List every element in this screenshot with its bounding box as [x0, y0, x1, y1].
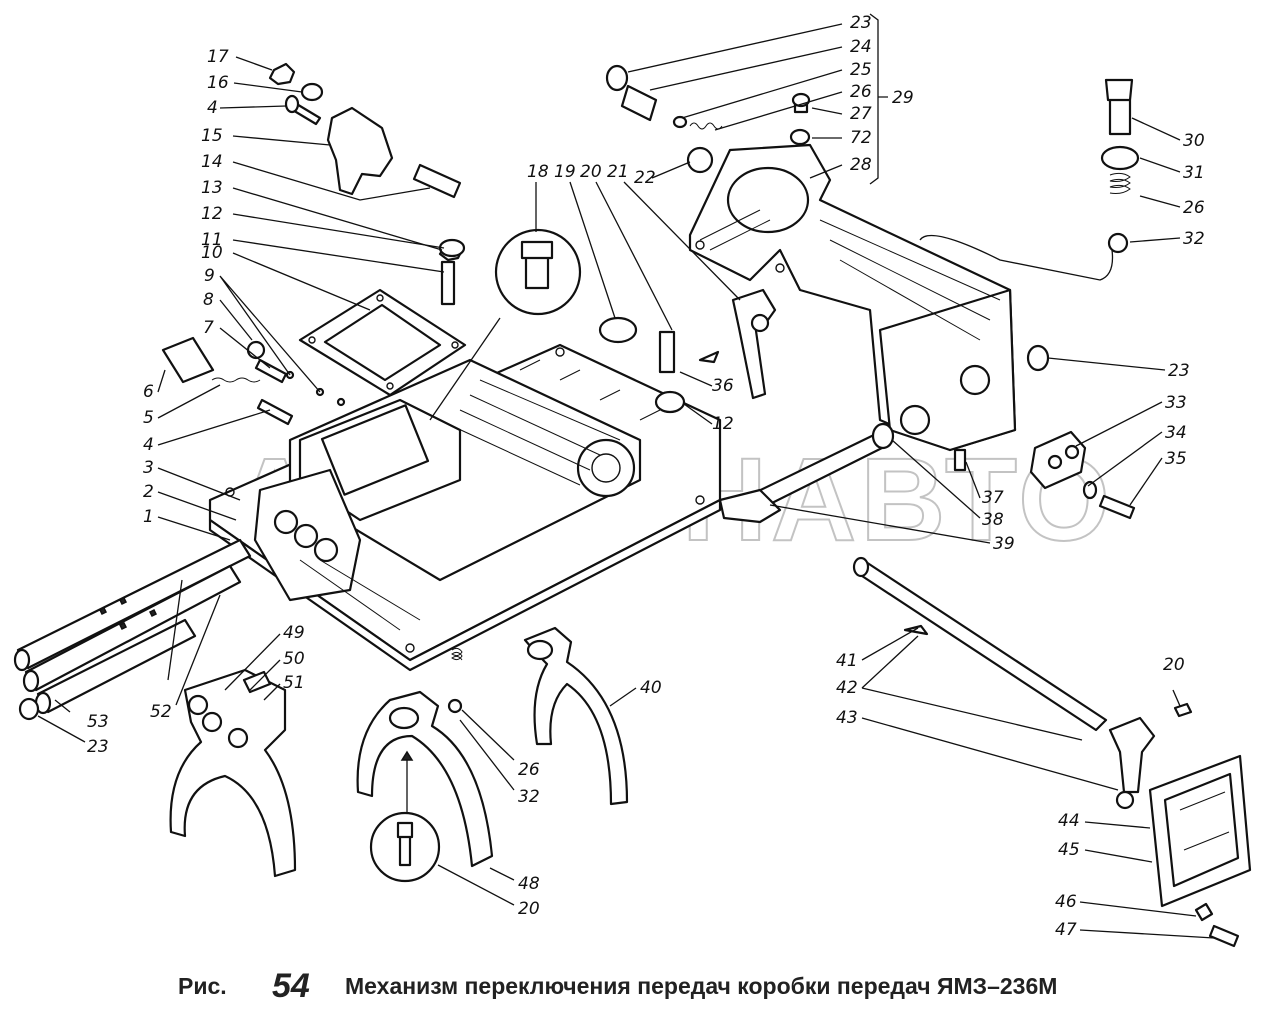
- callout-50: 50: [283, 649, 305, 669]
- callout-22: 22: [634, 168, 656, 188]
- callout-17: 17: [207, 47, 229, 67]
- shift-lever-housing: [688, 143, 1017, 452]
- callout-41: 41: [836, 651, 858, 671]
- inner-shift-lever: [731, 288, 777, 400]
- callout-27: 27: [850, 104, 872, 124]
- callout-52: 52: [150, 702, 172, 722]
- upper-small-parts: [605, 64, 811, 174]
- callout-42: 42: [836, 678, 858, 698]
- callout-23b: 23: [1168, 361, 1190, 381]
- callout-4b: 4: [143, 435, 154, 455]
- caption-prefix: Рис.: [178, 973, 227, 999]
- callout-37: 37: [982, 488, 1004, 508]
- callout-20c: 20: [1163, 655, 1185, 675]
- callout-31: 31: [1183, 163, 1205, 183]
- callout-2: 2: [143, 482, 154, 502]
- callout-47: 47: [1055, 920, 1077, 940]
- callout-30: 30: [1183, 131, 1205, 151]
- callout-9: 9: [204, 266, 215, 286]
- callout-18: 18: [527, 162, 549, 182]
- caption-number: 54: [272, 967, 310, 1005]
- callout-13: 13: [201, 178, 223, 198]
- callout-33: 33: [1165, 393, 1187, 413]
- callout-38: 38: [982, 510, 1004, 530]
- fork-bolt-detail-circle: [369, 750, 441, 883]
- leader-lines: [37, 13, 1215, 939]
- figure-caption: Рис. 54 Механизм переключения передач ко…: [178, 967, 1057, 1005]
- callout-29: 29: [892, 88, 914, 108]
- caption-text: Механизм переключения передач коробки пе…: [345, 973, 1057, 999]
- callout-5: 5: [143, 408, 154, 428]
- callout-23c: 23: [87, 737, 109, 757]
- shift-fork-middle: [356, 647, 494, 868]
- callout-72: 72: [850, 128, 872, 148]
- callout-12: 12: [201, 204, 223, 224]
- callout-26: 26: [850, 82, 872, 102]
- callout-51: 51: [283, 673, 305, 693]
- callout-11: 11: [201, 230, 223, 250]
- callout-46: 46: [1055, 892, 1077, 912]
- callout-14: 14: [201, 152, 223, 172]
- plugs-and-bolts-center: [598, 316, 720, 414]
- cover-gasket: [298, 288, 467, 397]
- shift-fork-right: [523, 626, 629, 806]
- callout-45: 45: [1058, 840, 1080, 860]
- side-cover-plate: [1148, 702, 1252, 948]
- callout-26c: 26: [518, 760, 540, 780]
- callout-32b: 32: [518, 787, 540, 807]
- callout-8: 8: [203, 290, 214, 310]
- callout-25: 25: [850, 60, 872, 80]
- lever-clamp-parts: [1029, 430, 1136, 520]
- shift-fork-left: [169, 668, 297, 878]
- callout-43: 43: [836, 708, 858, 728]
- callout-35: 35: [1165, 449, 1187, 469]
- callout-26b: 26: [1183, 198, 1205, 218]
- right-vent-parts: [919, 78, 1140, 281]
- callout-labels: 17 16 4 15 14 13 12 11 10 9 8 7 6 5 4 3 …: [87, 13, 1205, 940]
- callout-39: 39: [993, 534, 1015, 554]
- callout-15: 15: [201, 126, 223, 146]
- callout-10: 10: [201, 243, 223, 263]
- callout-34: 34: [1165, 423, 1187, 443]
- callout-32: 32: [1183, 229, 1205, 249]
- callout-20: 20: [580, 162, 602, 182]
- callout-3: 3: [143, 458, 154, 478]
- callout-7: 7: [203, 318, 214, 338]
- callout-48: 48: [518, 874, 540, 894]
- callout-53: 53: [87, 712, 109, 732]
- callout-40: 40: [640, 678, 662, 698]
- outer-shift-shaft: [852, 556, 1156, 810]
- shift-shaft: [718, 344, 1050, 524]
- callout-44: 44: [1058, 811, 1080, 831]
- callout-6: 6: [143, 382, 154, 402]
- shift-rails: [13, 538, 252, 721]
- callout-12b: 12: [712, 414, 734, 434]
- shift-cover-housing: [208, 343, 722, 672]
- fitting-detail-circle: [429, 228, 582, 421]
- callout-19: 19: [554, 162, 576, 182]
- callout-49: 49: [283, 623, 305, 643]
- callout-24: 24: [850, 37, 872, 57]
- callout-28: 28: [850, 155, 872, 175]
- callout-4: 4: [207, 98, 218, 118]
- callout-36: 36: [712, 376, 734, 396]
- callout-1: 1: [143, 507, 154, 527]
- callout-21: 21: [607, 162, 629, 182]
- callout-20b: 20: [518, 899, 540, 919]
- callout-23: 23: [850, 13, 872, 33]
- callout-16: 16: [207, 73, 229, 93]
